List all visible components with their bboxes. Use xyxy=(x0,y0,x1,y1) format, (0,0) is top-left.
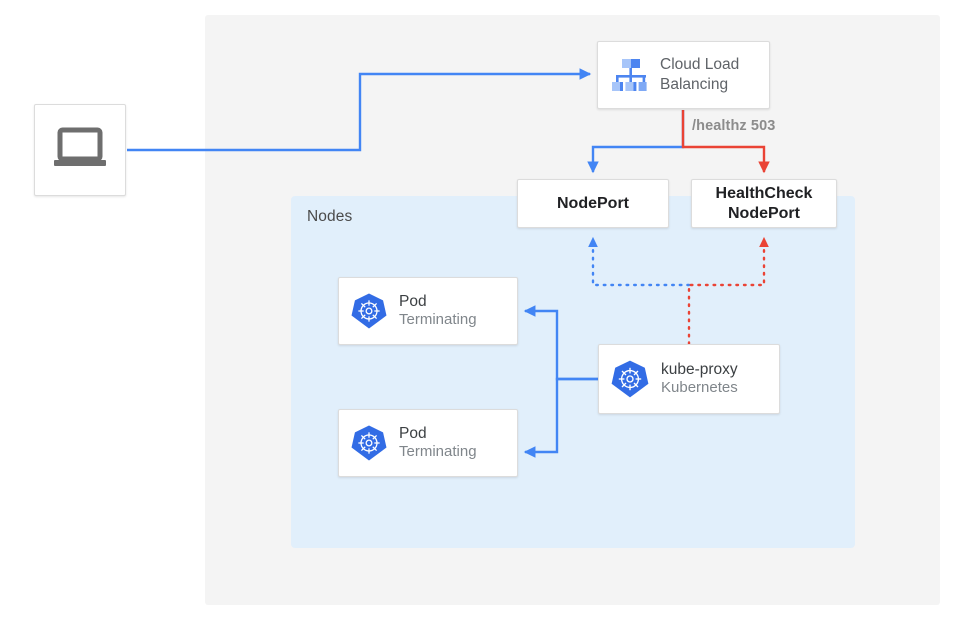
laptop-icon xyxy=(52,126,108,175)
kube-proxy-subtitle: Kubernetes xyxy=(661,379,738,397)
kube-proxy-title: kube-proxy xyxy=(661,360,738,378)
pod-title: Pod xyxy=(399,424,427,442)
kubernetes-icon xyxy=(599,359,661,399)
cloud-load-balancing-icon xyxy=(598,57,660,93)
nodeport-box[interactable]: NodePort xyxy=(517,179,669,228)
kube-proxy-box[interactable]: kube-proxy Kubernetes xyxy=(598,344,780,414)
cloud-load-balancing-box[interactable]: Cloud Load Balancing xyxy=(597,41,770,109)
healthcheck-nodeport-box[interactable]: HealthCheck NodePort xyxy=(691,179,837,228)
pod-status: Terminating xyxy=(399,311,477,329)
healthcheck-nodeport-label-line1: HealthCheck xyxy=(715,184,813,202)
pod-box[interactable]: Pod Terminating xyxy=(338,409,518,477)
pod-status: Terminating xyxy=(399,443,477,461)
healthz-status-label: /healthz 503 xyxy=(692,118,776,134)
kubernetes-icon xyxy=(339,424,399,462)
kubernetes-icon xyxy=(339,292,399,330)
nodes-panel-label: Nodes xyxy=(307,208,353,225)
nodeport-label: NodePort xyxy=(557,194,629,212)
healthcheck-nodeport-label-line2: NodePort xyxy=(727,204,800,222)
pod-box[interactable]: Pod Terminating xyxy=(338,277,518,345)
pod-title: Pod xyxy=(399,292,427,310)
cloud-load-balancing-title: Cloud Load Balancing xyxy=(660,56,740,93)
client-box[interactable] xyxy=(34,104,126,196)
